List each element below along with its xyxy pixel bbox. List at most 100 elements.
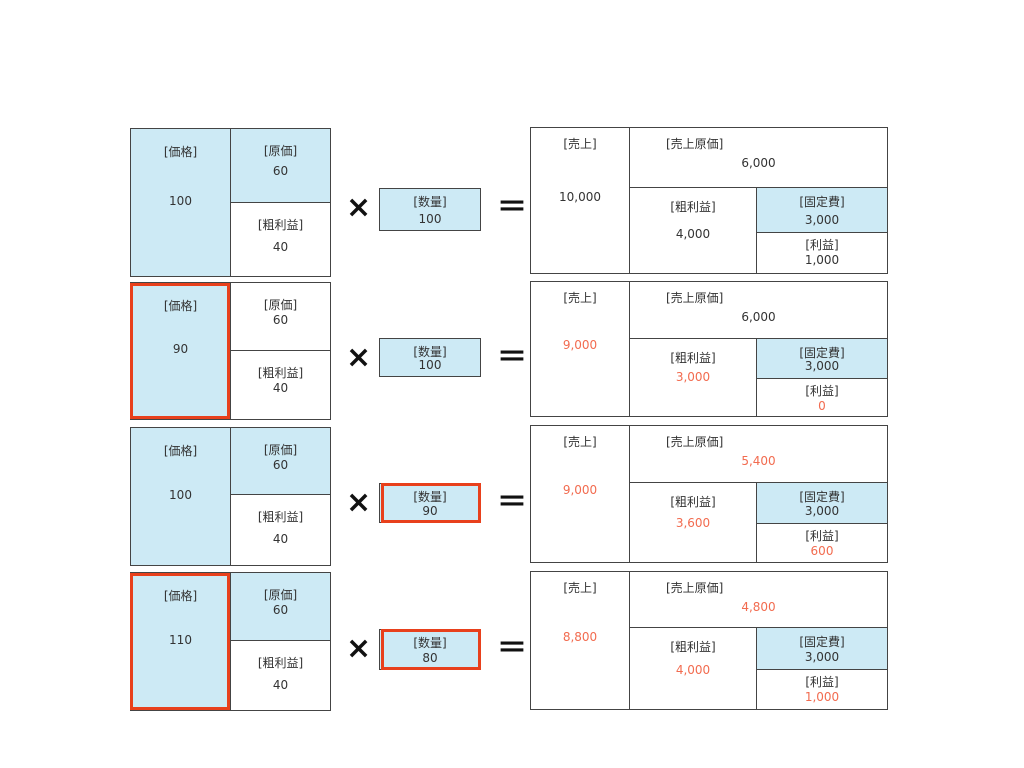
fixed-cost-label: [固定費] (799, 346, 845, 360)
cost-of-sales-value: 6,000 (741, 156, 776, 170)
cost-of-sales-cell: [売上原価] 6,000 (630, 128, 887, 188)
margin-cell: [粗利益]40 (231, 351, 330, 419)
fixed-cost-label: [固定費] (799, 635, 845, 649)
fixed-cost-value: 3,000 (804, 213, 840, 227)
cost-of-sales-label: [売上原価] (666, 137, 724, 151)
sales-value: 10,000 (559, 189, 601, 204)
sales-cell: [売上] 10,000 (531, 128, 630, 273)
gross-margin-value: 3,000 (675, 370, 711, 384)
cost-of-sales-cell: [売上原価] 5,400 (630, 426, 887, 483)
gross-margin-label: [粗利益] (670, 351, 716, 365)
price-highlight (130, 573, 230, 710)
margin-label: [粗利益] (257, 510, 304, 524)
times-sign: × (346, 190, 372, 225)
profit-value: 1,000 (804, 690, 840, 704)
cost-cell: [原価]60 (231, 129, 330, 203)
fixed-cost-cell: [固定費]3,000 (757, 628, 887, 670)
quantity-value: 90 (422, 504, 438, 518)
margin-cell: [粗利益]40 (231, 203, 330, 276)
cost-label: [原価] (263, 443, 298, 457)
price-label: [価格] (163, 299, 198, 313)
equals-sign: ＝ (497, 485, 527, 520)
unit-price-box: [価格]100[原価]60[粗利益]40 (130, 427, 331, 566)
sales-label: [売上] (563, 435, 597, 449)
quantity-box: [数量]100 (379, 338, 481, 377)
sales-cell: [売上]9,000 (531, 282, 630, 416)
profit-cell: [利益]1,000 (757, 233, 887, 273)
profit-value: 1,000 (804, 253, 840, 267)
cost-of-sales-cell: [売上原価]4,800 (630, 572, 887, 628)
profit-label: [利益] (805, 675, 839, 689)
cost-label: [原価] (263, 298, 298, 312)
fixed-cost-cell: [固定費]3,000 (757, 188, 887, 233)
sales-box: [売上]8,800[売上原価]4,800[粗利益]4,000[固定費]3,000… (530, 571, 888, 710)
cost-of-sales-value: 5,400 (741, 454, 776, 468)
cost-of-sales-value: 4,800 (741, 600, 776, 614)
fixed-cost-value: 3,000 (804, 359, 840, 373)
cost-cell: [原価]60 (231, 573, 330, 641)
cost-label: [原価] (263, 144, 298, 158)
price-cell: [価格]100 (131, 129, 231, 276)
price-cell: [価格] 90 (131, 283, 231, 419)
margin-value: 40 (272, 532, 289, 546)
price-highlight (130, 283, 230, 419)
sales-label: [売上] (563, 137, 597, 151)
profit-label: [利益] (805, 529, 839, 543)
quantity-label: [数量] (413, 490, 447, 504)
quantity-label: [数量] (413, 345, 447, 359)
cost-of-sales-label: [売上原価] (666, 291, 724, 305)
times-sign: × (346, 340, 372, 375)
price-cell: [価格]100 (131, 428, 231, 565)
sales-box: [売上] 10,000 [売上原価] 6,000 [粗利益]4,000[固定費]3,00… (530, 127, 888, 274)
gross-margin-value: 4,000 (675, 663, 711, 677)
price-cell: [価格] 110 (131, 573, 231, 710)
margin-cell: [粗利益]40 (231, 641, 330, 710)
cost-value: 60 (272, 603, 289, 617)
quantity-highlight (381, 629, 481, 670)
sales-box: [売上]9,000[売上原価]6,000[粗利益]3,000[固定費]3,000… (530, 281, 888, 417)
quantity-label: [数量] (413, 195, 447, 209)
margin-label: [粗利益] (257, 656, 304, 670)
price-label: [価格] (163, 589, 198, 603)
price-value: 110 (169, 632, 192, 647)
margin-label: [粗利益] (257, 366, 304, 380)
times-sign: × (346, 485, 372, 520)
gross-margin-label: [粗利益] (670, 495, 716, 509)
margin-cell: [粗利益] 40 (231, 495, 330, 565)
unit-price-box: [価格]110[原価]60[粗利益]40 (130, 572, 331, 711)
gross-margin-cell: [粗利益] 3,000 (630, 339, 757, 416)
equals-sign: ＝ (497, 631, 527, 666)
quantity-value: 100 (418, 358, 442, 372)
fixed-cost-cell: [固定費]3,000 (757, 339, 887, 379)
cost-value: 60 (272, 458, 289, 472)
price-value: 90 (172, 342, 189, 356)
equals-sign: ＝ (497, 190, 527, 225)
cost-cell: [原価]60 (231, 428, 330, 495)
sales-cell: [売上] 9,000 (531, 426, 630, 562)
quantity-label: [数量] (413, 636, 447, 650)
profit-cell: [利益]0 (757, 379, 887, 416)
quantity-highlight (381, 483, 481, 523)
cost-of-sales-cell: [売上原価] 6,000 (630, 282, 887, 339)
profit-label: [利益] (805, 384, 839, 398)
gross-margin-cell: [粗利益]4,000 (630, 188, 757, 273)
cost-label: [原価] (263, 588, 298, 602)
quantity-box: [数量]80 (379, 629, 481, 670)
quantity-value: 80 (422, 651, 438, 665)
price-label: [価格] (163, 145, 198, 159)
cost-value: 60 (272, 313, 289, 327)
fixed-cost-cell: [固定費]3,000 (757, 483, 887, 524)
sales-value: 9,000 (562, 483, 598, 497)
equals-sign: ＝ (497, 340, 527, 375)
price-label: [価格] (163, 444, 198, 458)
sales-label: [売上] (563, 581, 597, 595)
quantity-box: [数量]100 (379, 188, 481, 231)
cost-of-sales-value: 6,000 (741, 310, 776, 324)
gross-margin-value: 3,600 (675, 516, 711, 530)
gross-margin-label: [粗利益] (670, 200, 716, 214)
cost-of-sales-label: [売上原価] (666, 435, 724, 449)
profit-cell: [利益]600 (757, 524, 887, 562)
unit-price-box: [価格]100[原価]60[粗利益]40 (130, 128, 331, 277)
profit-label: [利益] (805, 238, 839, 252)
cost-cell: [原価]60 (231, 283, 330, 351)
